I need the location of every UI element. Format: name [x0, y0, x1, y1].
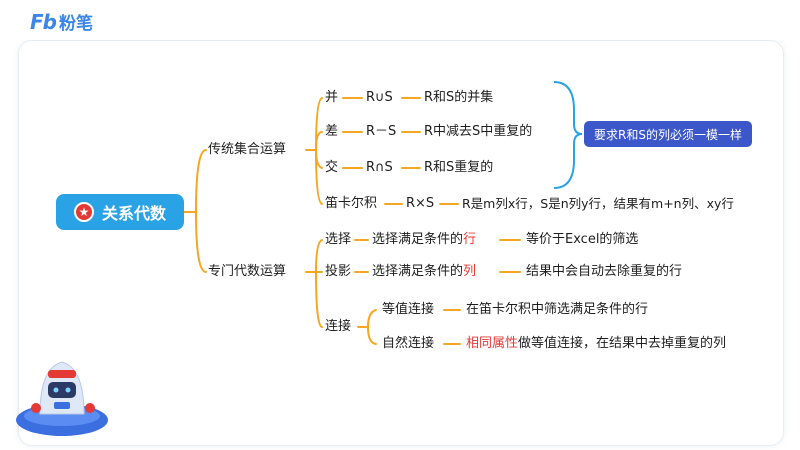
difference-name: 差 — [325, 124, 339, 139]
intersection-symbol: R∩S — [366, 160, 393, 175]
selection-highlight: 行 — [463, 232, 477, 247]
union-name: 并 — [325, 90, 339, 105]
difference-desc: R中减去S中重复的 — [424, 124, 533, 139]
top-bar: Fb 粉笔 — [0, 0, 800, 40]
projection-desc-text: 选择满足条件的 — [372, 264, 464, 279]
natural-join-highlight: 相同属性 — [466, 336, 519, 351]
selection-desc: 选择满足条件的行 — [372, 232, 476, 248]
selection-name: 选择 — [325, 232, 352, 247]
star-icon: ★ — [73, 202, 94, 222]
product-name: 笛卡尔积 — [325, 196, 378, 211]
connector-special — [195, 211, 207, 273]
mascot-icon — [16, 361, 108, 436]
content-card — [18, 40, 784, 446]
natural-join-desc: 相同属性做等值连接，在结果中去掉重复的列 — [466, 336, 726, 352]
natural-join-desc-text: 做等值连接，在结果中去掉重复的列 — [518, 336, 727, 351]
projection-desc: 选择满足条件的列 — [372, 264, 476, 280]
selection-desc2: 等价于Excel的筛选 — [526, 232, 639, 247]
equi-join-desc: 在笛卡尔积中筛选满足条件的行 — [466, 302, 649, 317]
join-name: 连接 — [325, 319, 352, 334]
root-label: 关系代数 — [101, 204, 166, 223]
connector-traditional — [195, 149, 207, 213]
projection-highlight: 列 — [463, 264, 477, 279]
logo-text: 粉笔 — [58, 14, 93, 34]
product-symbol: R×S — [406, 196, 435, 211]
brace-icon — [553, 81, 583, 189]
intersection-desc: R和S重复的 — [424, 160, 494, 175]
intersection-name: 交 — [325, 160, 339, 175]
union-symbol: R∪S — [366, 90, 393, 105]
special-label: 专门代数运算 — [208, 264, 287, 279]
product-desc: R是m列x行，S是n列y行，结果有m+n列、xy行 — [462, 196, 734, 211]
same-columns-note: 要求R和S的列必须一模一样 — [584, 121, 752, 147]
difference-symbol: R－S — [366, 124, 397, 139]
logo-mark: Fb — [30, 9, 57, 34]
union-desc: R和S的并集 — [424, 90, 494, 105]
fenbi-logo: Fb 粉笔 — [30, 9, 93, 35]
traditional-label: 传统集合运算 — [208, 142, 287, 157]
root-node: ★ 关系代数 — [56, 194, 184, 230]
equi-join-name: 等值连接 — [382, 302, 435, 317]
natural-join-name: 自然连接 — [382, 336, 435, 351]
selection-desc-text: 选择满足条件的 — [372, 232, 464, 247]
projection-name: 投影 — [325, 264, 352, 279]
projection-desc2: 结果中会自动去除重复的行 — [526, 264, 683, 279]
